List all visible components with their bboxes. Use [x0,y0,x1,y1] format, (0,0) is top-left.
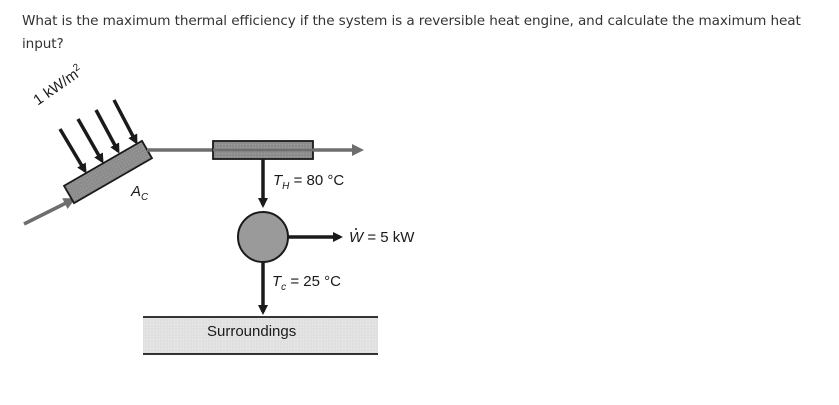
hot-temperature-label: TH = 80 °C [273,172,345,192]
hot-temp-value: = 80 °C [289,172,345,189]
question-line-2: input? [22,36,64,52]
work-value: = 5 kW [363,229,415,246]
work-output-label: W = 5 kW [349,228,415,246]
question-text: What is the maximum thermal efficiency i… [22,10,822,56]
surroundings-reservoir [143,316,378,355]
question-line-1: What is the maximum thermal efficiency i… [22,13,801,29]
solar-collector [62,139,154,205]
cold-temp-subscript: c [281,282,287,293]
hot-temp-symbol: T [273,172,283,189]
collector-area-symbol: A [131,183,142,200]
inlet-pipe [23,198,76,226]
cold-temperature-label: Tc = 25 °C [272,273,341,293]
collector-area-label: AC [131,183,149,203]
hot-temp-subscript: H [282,181,290,192]
heat-exchanger [212,140,314,160]
heat-engine [237,211,289,263]
cold-temp-value: = 25 °C [286,273,341,290]
cold-temp-symbol: T [272,273,282,290]
surroundings-label: Surroundings [207,323,297,340]
solar-radiation-arrows [58,99,138,174]
work-symbol: W [349,228,364,246]
collector-area-subscript: C [141,192,149,203]
